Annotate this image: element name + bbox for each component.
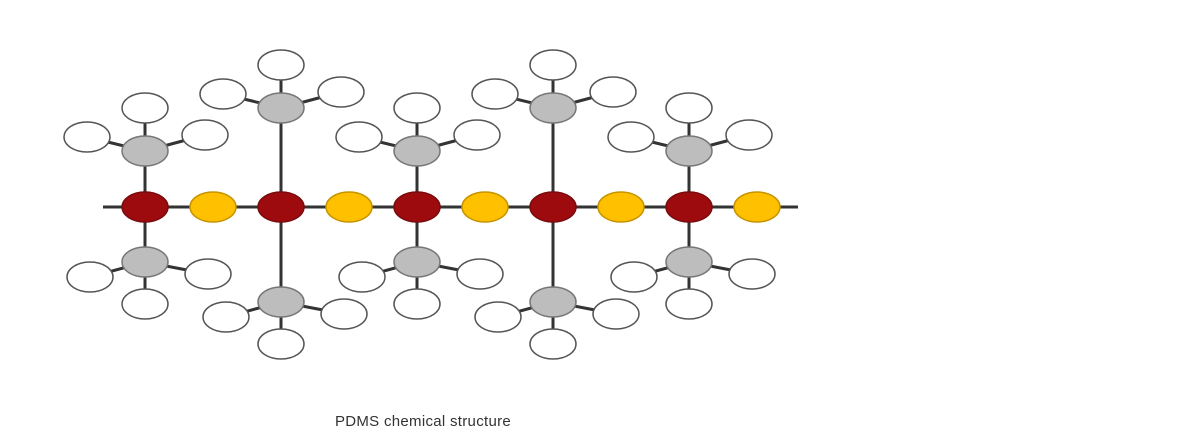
oxygen-atom bbox=[325, 191, 373, 223]
carbon-atom bbox=[393, 135, 441, 167]
hydrogen-atom bbox=[589, 76, 637, 108]
carbon-atom bbox=[529, 92, 577, 124]
hydrogen-atom bbox=[610, 261, 658, 293]
hydrogen-atom bbox=[335, 121, 383, 153]
hydrogen-atom bbox=[257, 328, 305, 360]
hydrogen-atom bbox=[184, 258, 232, 290]
oxygen-atom bbox=[189, 191, 237, 223]
diagram-caption: PDMS chemical structure bbox=[334, 413, 512, 430]
hydrogen-atom bbox=[63, 121, 111, 153]
hydrogen-atom bbox=[725, 119, 773, 151]
oxygen-atom bbox=[597, 191, 645, 223]
hydrogen-atom bbox=[665, 92, 713, 124]
hydrogen-atom bbox=[456, 258, 504, 290]
hydrogen-atom bbox=[317, 76, 365, 108]
hydrogen-atom bbox=[181, 119, 229, 151]
hydrogen-atom bbox=[338, 261, 386, 293]
hydrogen-atom bbox=[728, 258, 776, 290]
hydrogen-atom bbox=[665, 288, 713, 320]
carbon-atom bbox=[665, 246, 713, 278]
hydrogen-atom bbox=[529, 49, 577, 81]
oxygen-atom bbox=[733, 191, 781, 223]
carbon-atom bbox=[529, 286, 577, 318]
hydrogen-atom bbox=[202, 301, 250, 333]
hydrogen-atom bbox=[257, 49, 305, 81]
hydrogen-atom bbox=[199, 78, 247, 110]
silicon-atom bbox=[121, 191, 169, 223]
silicon-atom bbox=[257, 191, 305, 223]
hydrogen-atom bbox=[121, 288, 169, 320]
carbon-atom bbox=[121, 135, 169, 167]
hydrogen-atom bbox=[66, 261, 114, 293]
hydrogen-atom bbox=[393, 92, 441, 124]
hydrogen-atom bbox=[607, 121, 655, 153]
silicon-atom bbox=[393, 191, 441, 223]
oxygen-atom bbox=[461, 191, 509, 223]
hydrogen-atom bbox=[453, 119, 501, 151]
silicon-atom bbox=[665, 191, 713, 223]
carbon-atom bbox=[257, 286, 305, 318]
carbon-atom bbox=[393, 246, 441, 278]
carbon-atom bbox=[257, 92, 305, 124]
carbon-atom bbox=[121, 246, 169, 278]
hydrogen-atom bbox=[474, 301, 522, 333]
hydrogen-atom bbox=[121, 92, 169, 124]
hydrogen-atom bbox=[320, 298, 368, 330]
hydrogen-atom bbox=[393, 288, 441, 320]
silicon-atom bbox=[529, 191, 577, 223]
hydrogen-atom bbox=[471, 78, 519, 110]
hydrogen-atom bbox=[592, 298, 640, 330]
hydrogen-atom bbox=[529, 328, 577, 360]
carbon-atom bbox=[665, 135, 713, 167]
